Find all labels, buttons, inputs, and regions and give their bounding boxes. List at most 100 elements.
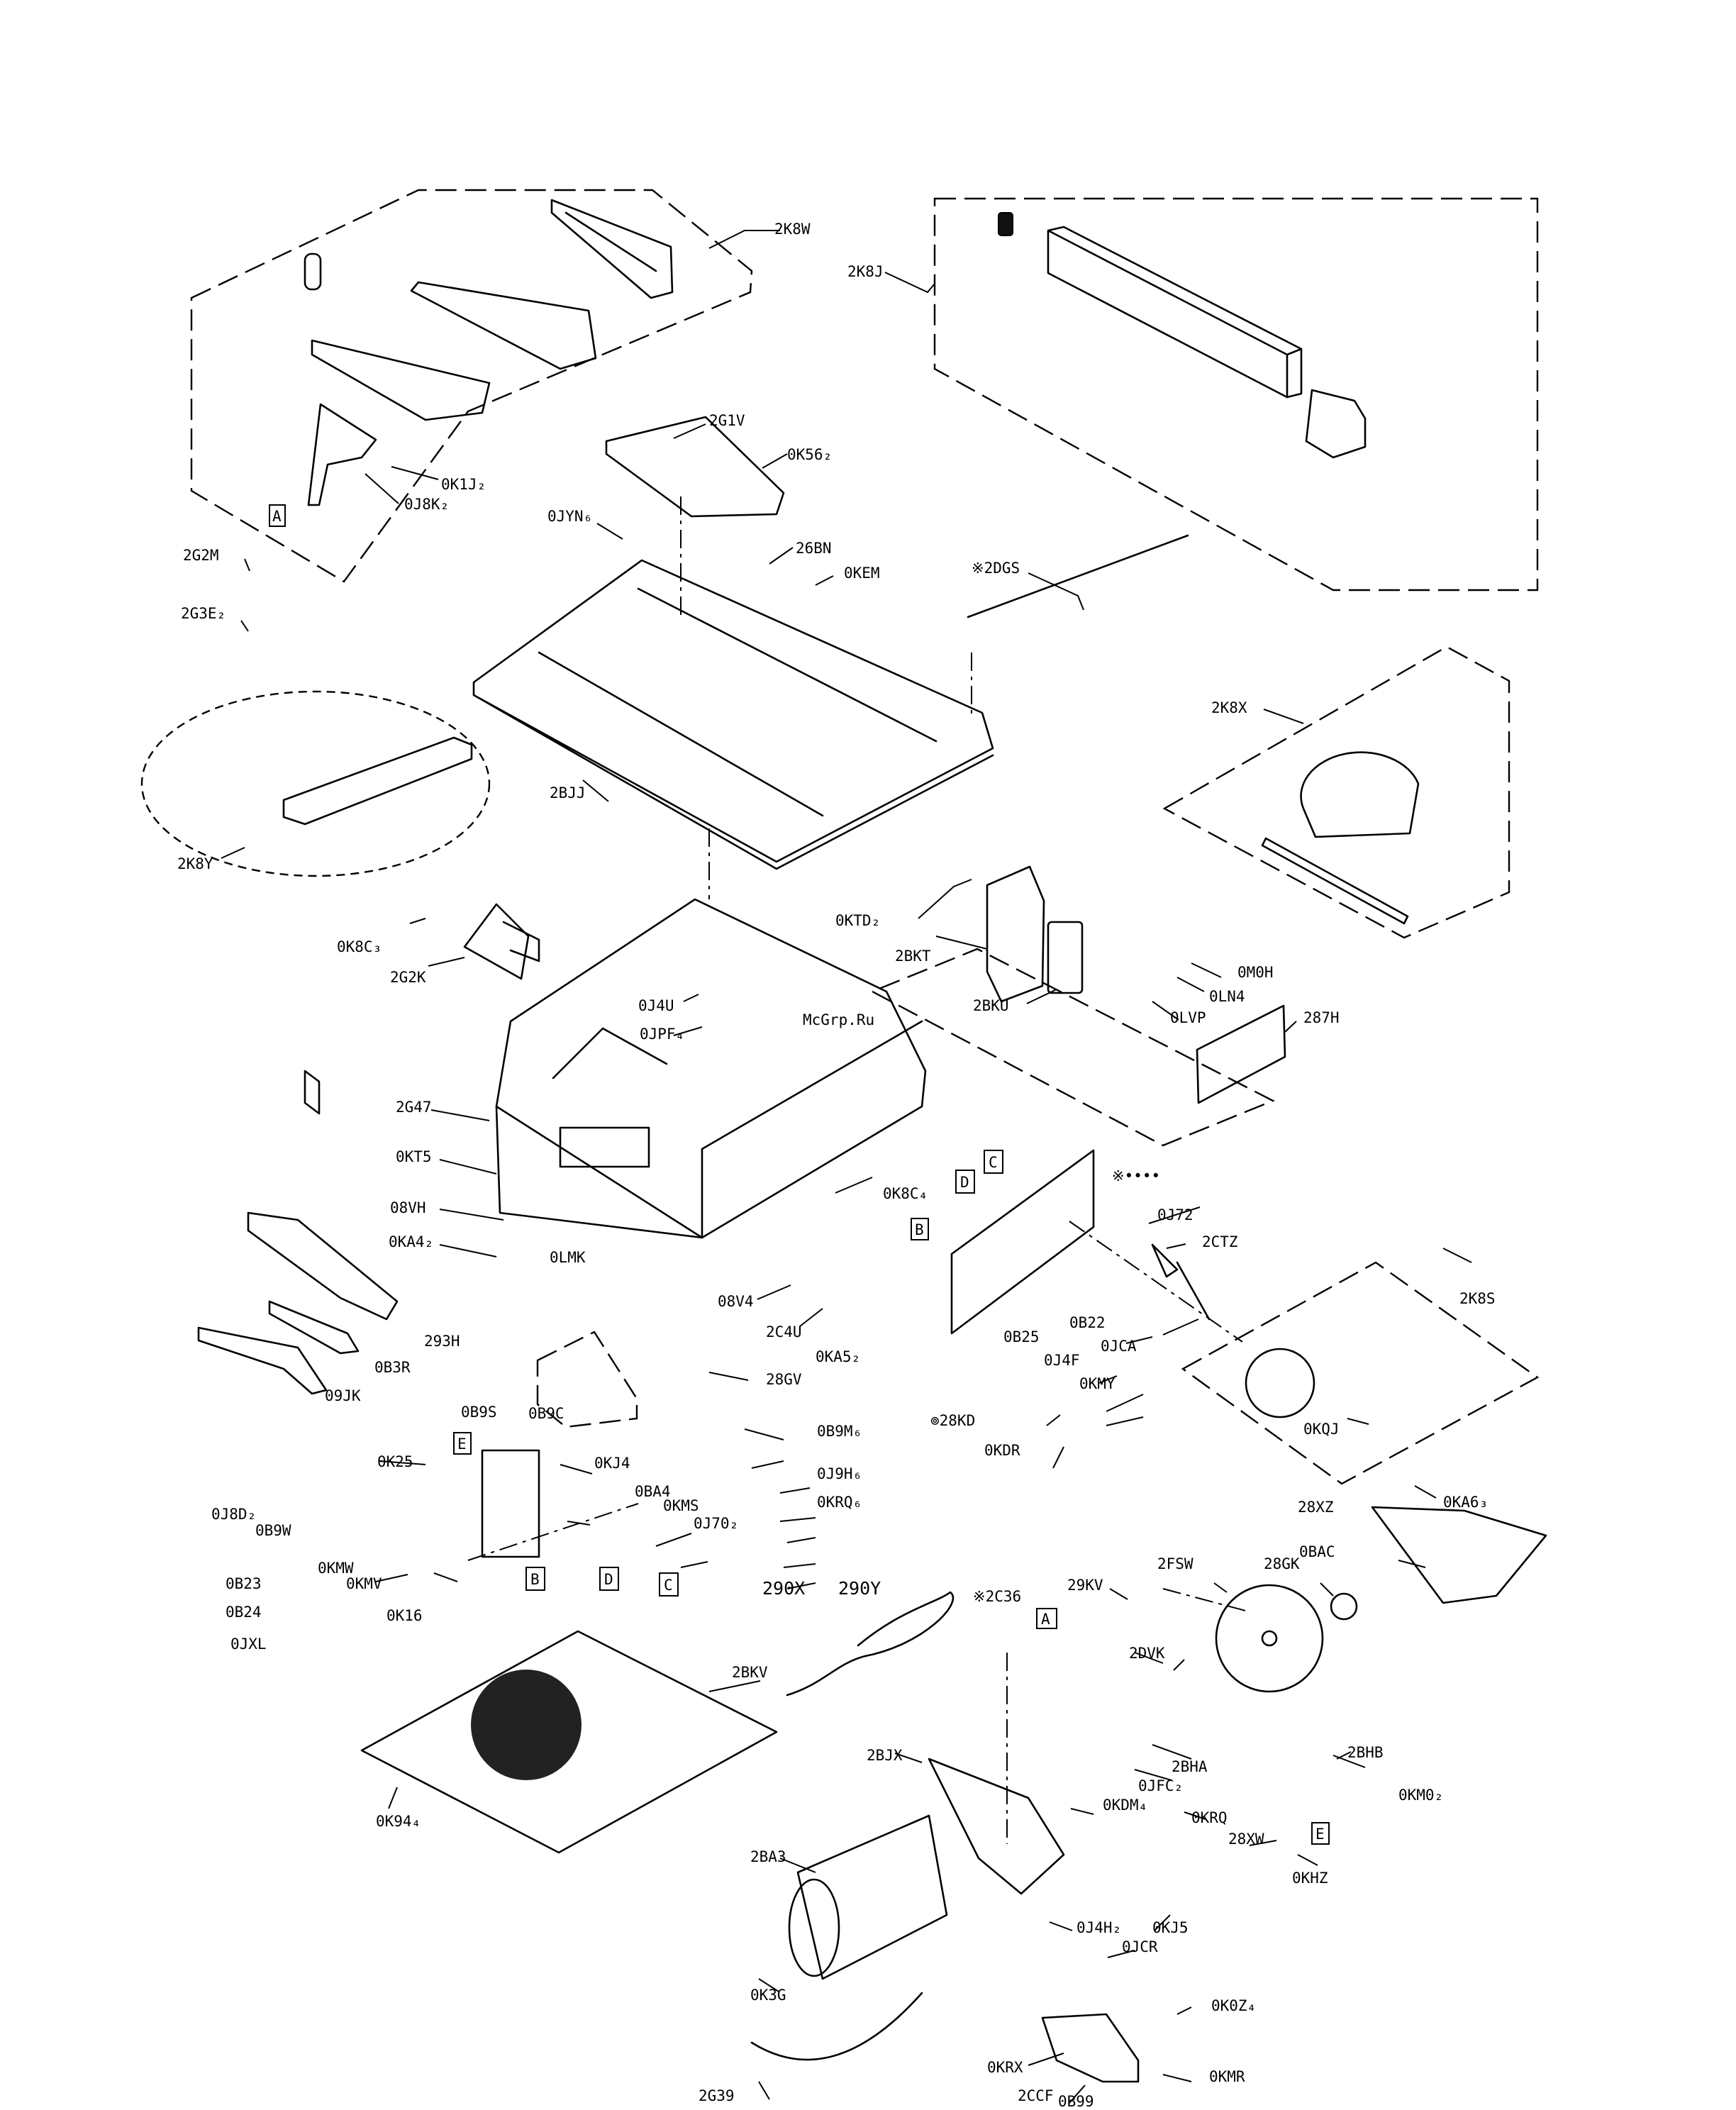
- motor-part: [796, 1814, 948, 1980]
- power-cord-part: [786, 1591, 955, 1697]
- guard-knob-part: [304, 252, 322, 291]
- callout-0KQJ: 0KQJ: [1303, 1421, 1340, 1438]
- ref-box-D2-label: D: [604, 1571, 613, 1588]
- callout-287H: 287H: [1303, 1009, 1340, 1026]
- leader-lines: [221, 230, 1472, 2104]
- ref-box-E1-label: E: [457, 1436, 467, 1453]
- callout-2BHA: 2BHA: [1172, 1758, 1208, 1775]
- callout-28GK: 28GK: [1264, 1555, 1300, 1572]
- callout-0B9S: 0B9S: [461, 1404, 497, 1421]
- saw-blade-part: [1215, 1584, 1324, 1693]
- callout-2BHB: 2BHB: [1347, 1744, 1384, 1761]
- rip-fence-clamp-part: [1305, 389, 1367, 459]
- ref-box-E2-label: E: [1315, 1826, 1325, 1843]
- ref-box-C1-label: C: [989, 1154, 998, 1171]
- callout-0K16: 0K16: [386, 1607, 423, 1624]
- callout-2BKT: 2BKT: [895, 948, 931, 965]
- callout-0JCR: 0JCR: [1122, 1938, 1158, 1955]
- center-line-5: [1162, 1588, 1249, 1612]
- callout-0BA4: 0BA4: [635, 1483, 671, 1500]
- callout-0M0H: 0M0H: [1237, 964, 1274, 981]
- guard-arm-part: [550, 199, 674, 299]
- callout-0KMW: 0KMW: [318, 1560, 354, 1577]
- trunnion-bracket-part: [1041, 2013, 1140, 2083]
- callout-0K94: 0K94₄: [376, 1813, 421, 1830]
- ref-box-A1: [269, 504, 286, 527]
- ref-box-E1: [453, 1432, 472, 1455]
- switch-box-part: [986, 865, 1045, 1003]
- callout-0J8K: 0J8K₂: [404, 496, 449, 513]
- callout-0B99: 0B99: [1058, 2093, 1094, 2110]
- ref-box-B1-label: B: [915, 1221, 924, 1238]
- callout-0B9M: 0B9M₆: [817, 1423, 862, 1440]
- callout-2C36: ※2C36: [973, 1588, 1021, 1605]
- ref-box-D2: [599, 1567, 619, 1591]
- callout-2G3E: 2G3E₂: [181, 605, 226, 622]
- base-front-part: [495, 1020, 923, 1239]
- fence-rail-A-part: [304, 1070, 321, 1115]
- callout-290X: 290X: [762, 1578, 805, 1599]
- callout-0JPF: 0JPF₄: [640, 1026, 684, 1043]
- blade-arbor-hole: [1261, 1630, 1278, 1647]
- ref-box-C2: [659, 1572, 679, 1597]
- miter-gauge-group-outline: [1162, 645, 1510, 939]
- saw-base-part: [495, 898, 927, 1239]
- callout-0KMY: 0KMY: [1079, 1375, 1115, 1392]
- watermark-text: McGrp.Ru: [803, 1011, 874, 1028]
- callout-2CCF: 2CCF: [1018, 2087, 1054, 2104]
- callout-labels: 2K8W 2K8J 0K1J₂ 0J8K₂ 2G1V 0K56₂ 0JYN₆ 2…: [177, 221, 1496, 2110]
- ref-box-B2: [525, 1567, 545, 1591]
- callout-0K3G: 0K3G: [750, 1987, 786, 2004]
- callout-0KMS: 0KMS: [663, 1497, 699, 1514]
- callout-0KMR: 0KMR: [1209, 2068, 1245, 2085]
- callout-0KTD: 0KTD₂: [835, 912, 880, 929]
- callout-0J8D: 0J8D₂: [211, 1506, 256, 1523]
- center-line-4: [1069, 1221, 1243, 1343]
- push-stick-part: [247, 1211, 399, 1321]
- parts-art: [197, 199, 1547, 2083]
- callout-0KDR: 0KDR: [984, 1442, 1020, 1459]
- miter-bar-part: [282, 736, 473, 826]
- callout-2K8X: 2K8X: [1211, 699, 1247, 716]
- callout-2K8S: 2K8S: [1459, 1290, 1496, 1307]
- callout-0B24: 0B24: [226, 1604, 262, 1621]
- callout-0B9W: 0B9W: [255, 1522, 291, 1539]
- callout-29KV: 29KV: [1067, 1577, 1103, 1594]
- reference-boxes: A A B B C C D D E E: [269, 504, 1330, 1845]
- riving-knife-part: [307, 403, 377, 506]
- lower-blade-guard: [1371, 1506, 1547, 1604]
- callout-0KRX: 0KRX: [987, 2059, 1023, 2076]
- callout-09JK: 09JK: [325, 1387, 361, 1404]
- hand-wheel-part: [1151, 1243, 1179, 1278]
- callout-0KJ4: 0KJ4: [594, 1455, 630, 1472]
- miter-slot-kit-outline: [140, 690, 491, 877]
- callout-star: ※••••: [1112, 1167, 1160, 1184]
- blade-wrench-part: [197, 1326, 328, 1395]
- callout-0LN4: 0LN4: [1209, 988, 1245, 1005]
- callout-2BKU: 2BKU: [973, 997, 1009, 1014]
- callout-2G1V: 2G1V: [709, 412, 745, 429]
- motor-mount-handle: [559, 1126, 650, 1168]
- ref-box-E2: [1311, 1822, 1330, 1845]
- switch-gasket-part: [1047, 921, 1084, 994]
- callout-0JFC: 0JFC₂: [1138, 1777, 1183, 1794]
- callout-0J9H: 0J9H₆: [817, 1465, 862, 1482]
- callout-2FSW: 2FSW: [1157, 1555, 1194, 1572]
- callout-0LMK: 0LMK: [550, 1249, 586, 1266]
- callout-0B23: 0B23: [226, 1575, 262, 1592]
- vent-pattern: [471, 1670, 582, 1780]
- blade-guard-part: [311, 281, 597, 421]
- callout-0KRQ6: 0KRQ₆: [817, 1494, 862, 1511]
- dust-chute-part: [750, 1992, 923, 2061]
- callout-26BN: 26BN: [796, 540, 832, 557]
- bevel-panel-outline: [950, 1149, 1095, 1335]
- callout-2BKV: 2BKV: [732, 1664, 768, 1681]
- ref-box-C2-label: C: [664, 1577, 673, 1594]
- callout-2CTZ: 2CTZ: [1202, 1233, 1238, 1250]
- bracket-F-part: [481, 1449, 540, 1558]
- callout-0JCA: 0JCA: [1101, 1338, 1137, 1355]
- callout-0KEM: 0KEM: [844, 565, 880, 582]
- callout-0JYN: 0JYN₆: [547, 508, 592, 525]
- callout-0KT5: 0KT5: [396, 1148, 432, 1165]
